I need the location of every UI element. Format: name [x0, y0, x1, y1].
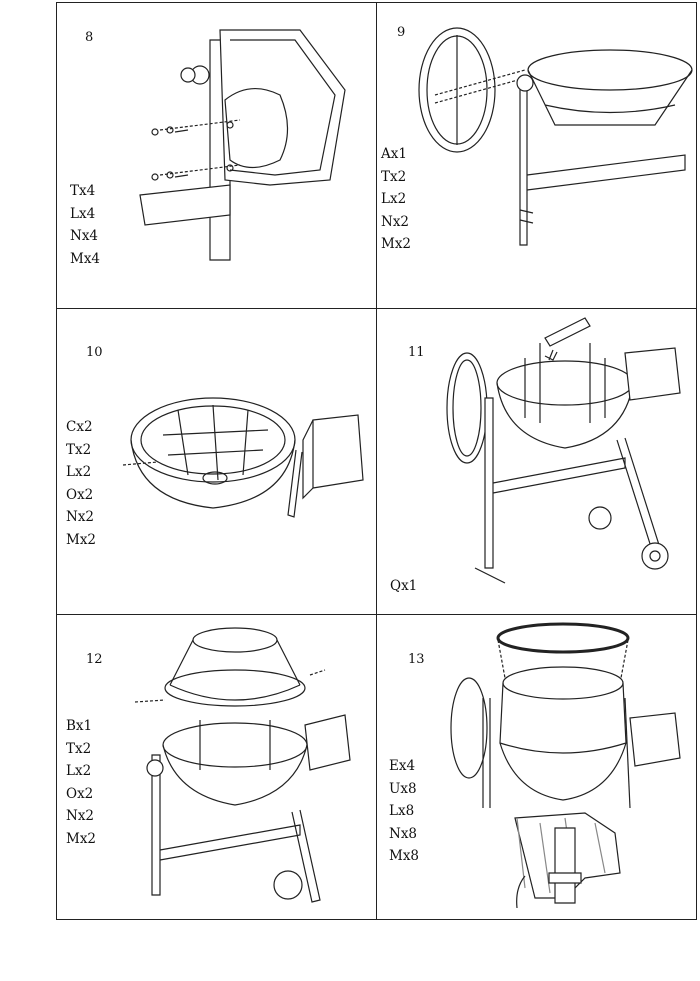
part-label: Nx2	[66, 509, 95, 525]
handwheel-illustration	[415, 25, 695, 270]
step-number: 11	[408, 345, 425, 360]
step-number: 12	[86, 652, 103, 667]
part-label: Lx8	[389, 803, 415, 819]
part-label: Tx2	[66, 441, 92, 458]
drum-blades-illustration	[118, 380, 373, 525]
part-label: Ux8	[389, 780, 417, 797]
grid-divider-horizontal-1	[56, 308, 697, 309]
parts-list: Ax1 Tx2 Lx2 Nx2 Mx2	[381, 143, 411, 256]
motor-bracket-illustration	[130, 20, 365, 265]
part-label: Mx4	[70, 250, 101, 267]
part-label: Nx4	[70, 228, 99, 244]
part-label: Nx2	[66, 808, 95, 824]
part-label: Qx1	[390, 578, 418, 594]
part-label: Ox2	[66, 486, 94, 503]
parts-list: Cx2 Tx2 Lx2 Ox2 Nx2 Mx2	[66, 416, 96, 551]
part-label: Ex4	[389, 758, 416, 774]
part-label: Mx2	[381, 236, 412, 252]
part-label: Tx4	[70, 183, 96, 199]
step-number: 8	[85, 30, 94, 45]
drum-cone-illustration	[130, 620, 375, 910]
part-label: Lx2	[66, 464, 92, 480]
parts-list: Qx1	[390, 575, 417, 598]
parts-list: Tx4 Lx4 Nx4 Mx4	[70, 180, 100, 270]
part-label: Nx2	[381, 213, 410, 230]
part-label: Mx2	[66, 830, 97, 847]
part-label: Lx2	[381, 191, 407, 207]
part-label: Tx2	[381, 168, 407, 185]
part-label: Mx8	[389, 848, 420, 864]
part-label: Nx8	[389, 825, 418, 842]
parts-list: Bx1 Tx2 Lx2 Ox2 Nx2 Mx2	[66, 715, 96, 850]
step-number: 10	[86, 345, 103, 360]
mixer-frame-illustration	[445, 318, 685, 588]
step-number: 13	[408, 652, 425, 667]
grid-divider-horizontal-2	[56, 614, 697, 615]
step-number: 9	[397, 25, 406, 40]
grid-divider-vertical	[376, 2, 377, 920]
parts-list: Ex4 Ux8 Lx8 Nx8 Mx8	[389, 755, 419, 868]
part-label: Lx4	[70, 205, 96, 222]
part-label: Ax1	[381, 146, 407, 162]
part-label: Cx2	[66, 419, 93, 435]
part-label: Bx1	[66, 718, 93, 734]
drum-ring-gear-illustration	[445, 618, 690, 913]
part-label: Tx2	[66, 740, 92, 757]
part-label: Ox2	[66, 785, 94, 802]
part-label: Lx2	[66, 763, 92, 779]
part-label: Mx2	[66, 531, 97, 548]
